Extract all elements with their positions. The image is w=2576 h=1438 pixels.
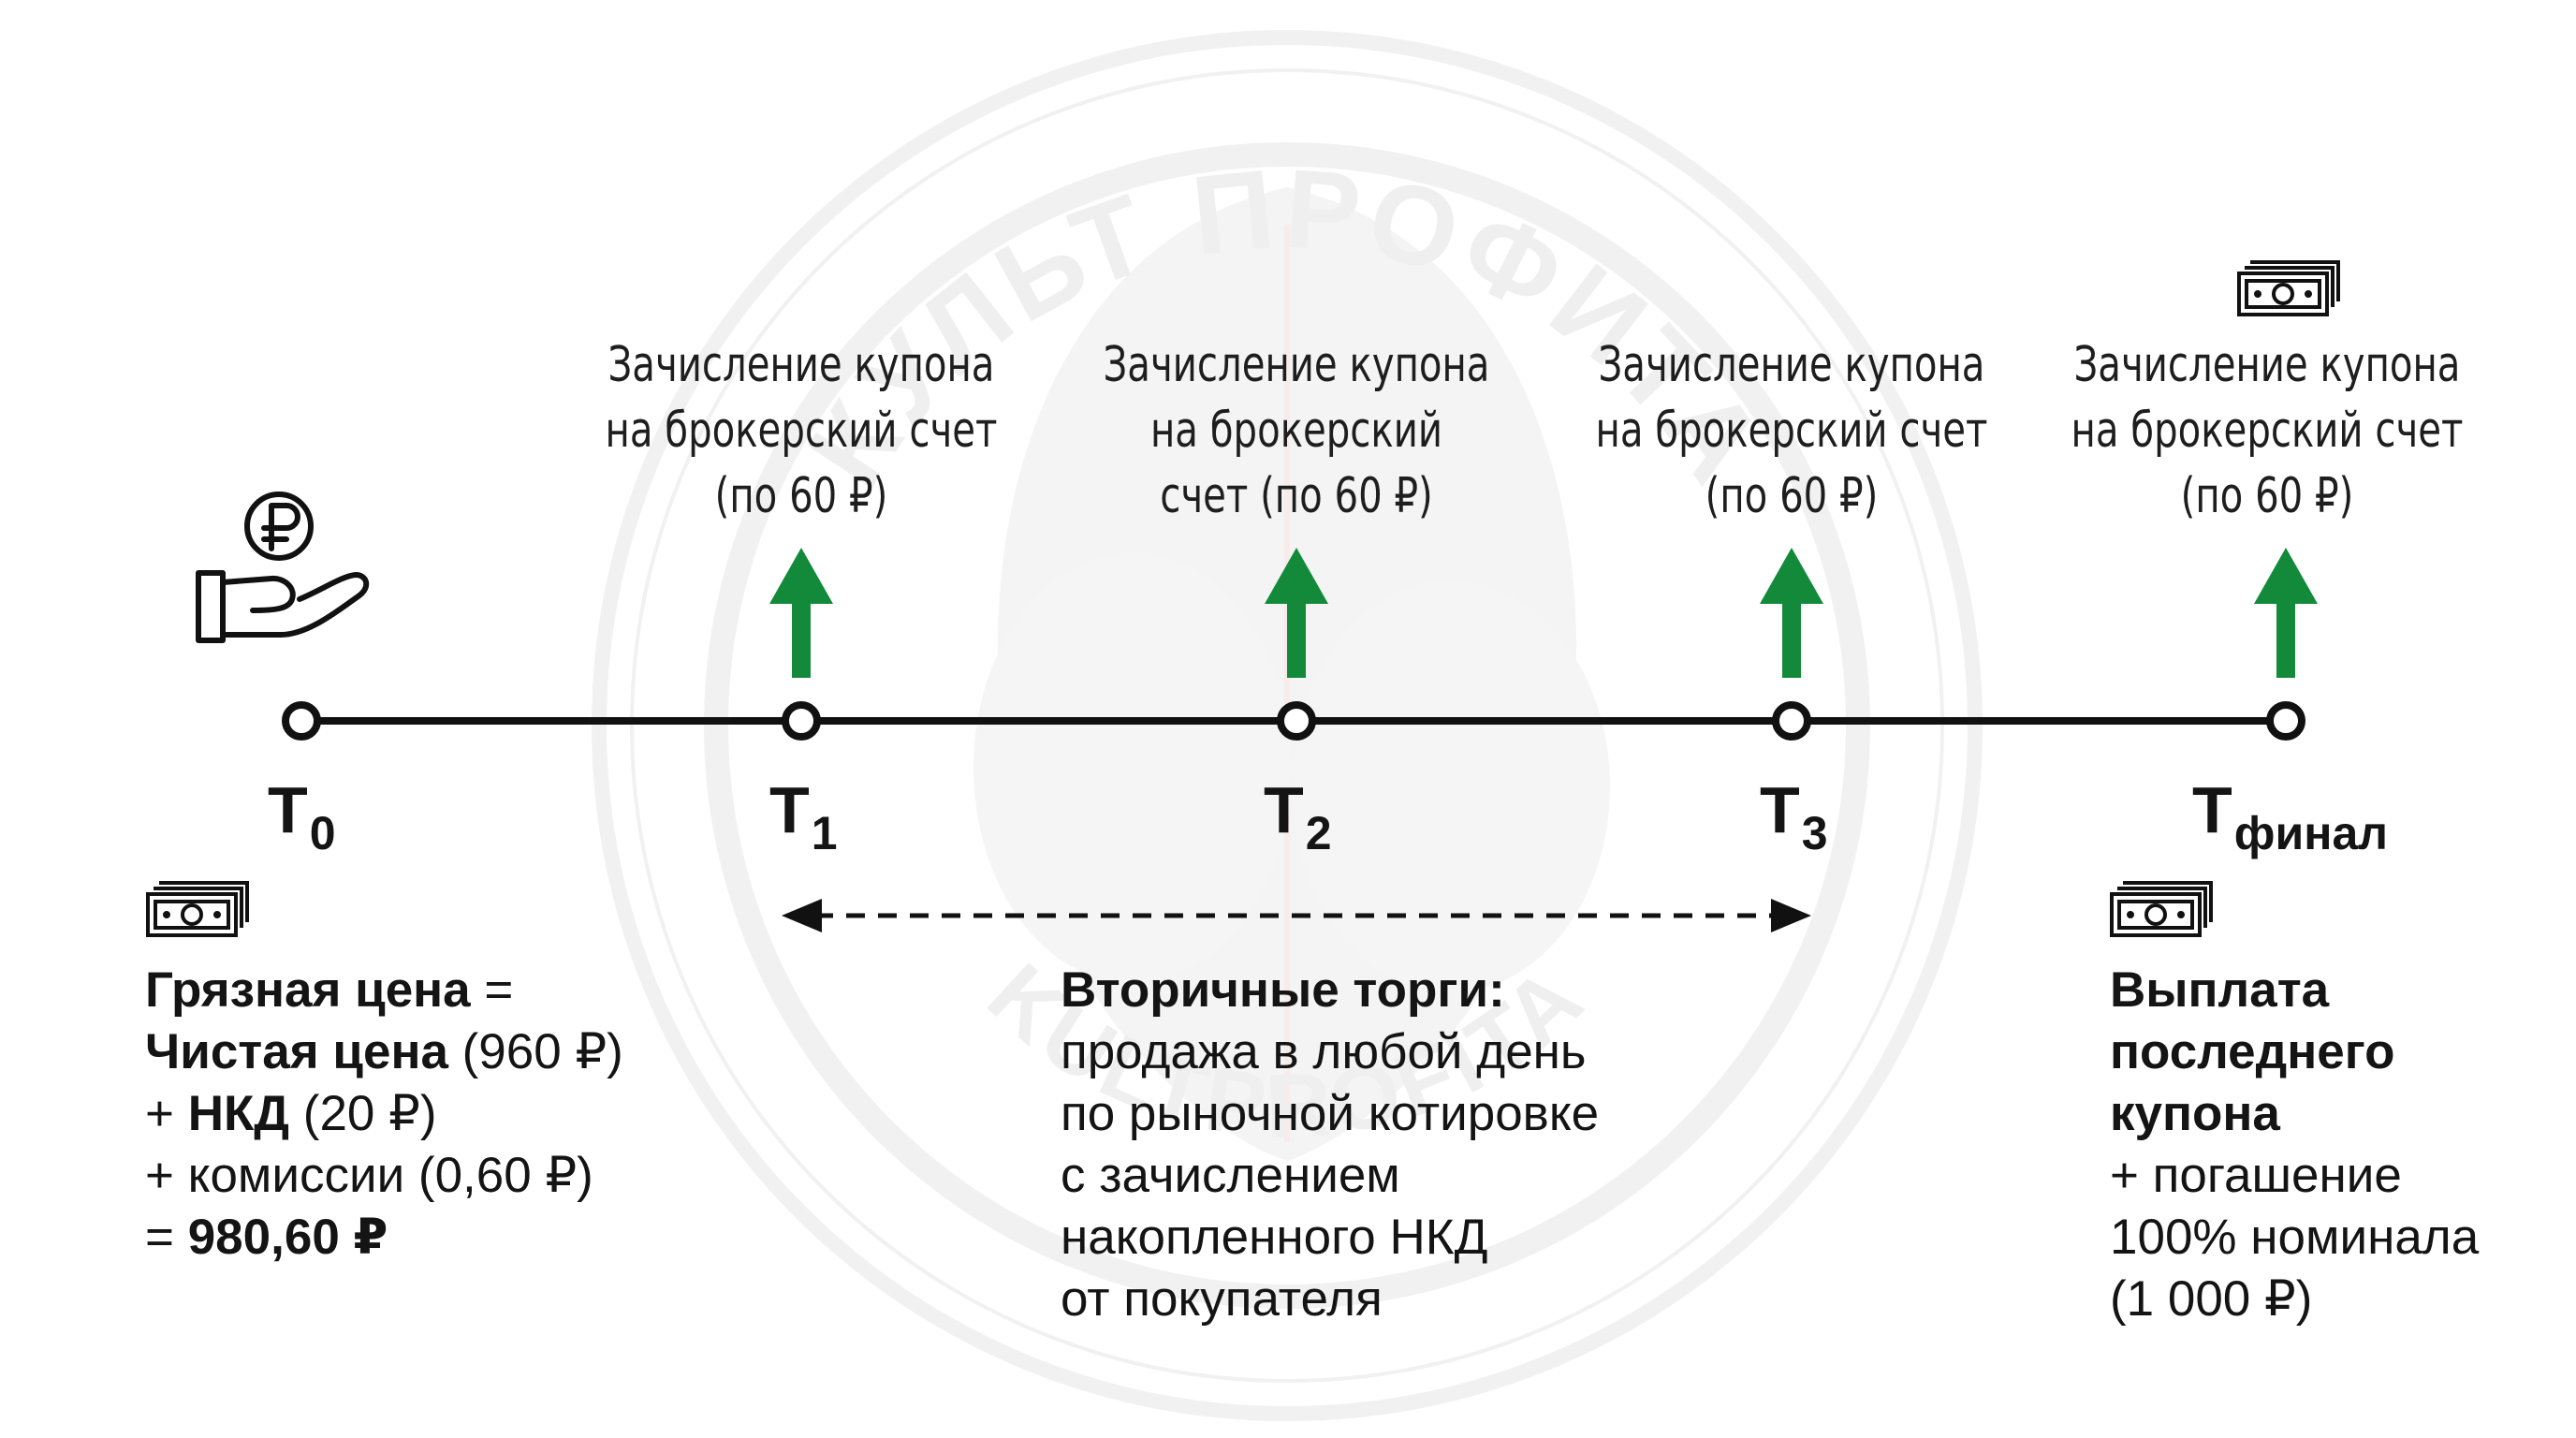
coupon-label-line: (по 60 ₽) [714, 468, 888, 524]
timeline-label-t3: T3 [1760, 773, 1828, 859]
timeline-label-tfinal: Tфинал [2192, 773, 2389, 859]
timeline-point-t2 [1277, 701, 1316, 741]
coupon-label-line: Зачисление купона [2073, 337, 2461, 393]
coupon-label-line: на брокерский [1149, 403, 1443, 459]
coupon-label-line: на брокерский счет [2071, 403, 2464, 459]
secondary-trading-title: Вторичные торги: [1061, 962, 1505, 1018]
timeline-label-t0: T0 [268, 773, 336, 859]
secondary-trading-range-arrow [782, 899, 1811, 932]
final-payment-title-line: купона [2110, 1086, 2280, 1141]
secondary-trading-line: по рыночной котировке [1061, 1086, 1600, 1141]
final-payment-block: Выплата последнего купона + погашение 10… [2110, 960, 2479, 1330]
banknotes-icon-left [146, 881, 249, 937]
coupon-arrow-icon-2 [1265, 548, 1328, 678]
secondary-trading-line: накопленного НКД [1061, 1210, 1488, 1265]
final-payment-line: + погашение [2110, 1148, 2402, 1203]
timeline-point-t1 [782, 701, 821, 741]
coupon-label-line: Зачисление купона [607, 337, 995, 393]
coupon-label-3: Зачисление купона на брокерский счет (по… [1566, 332, 2017, 529]
nkd-label: НКД [187, 1086, 290, 1141]
secondary-trading-block: Вторичные торги: продажа в любой день по… [1061, 960, 1599, 1330]
final-payment-title-line: Выплата [2110, 962, 2330, 1018]
final-payment-title-line: последнего [2110, 1024, 2395, 1079]
coupon-label-line: Зачисление купона [1598, 337, 1985, 393]
secondary-trading-line: с зачислением [1061, 1148, 1400, 1203]
timeline-point-t0 [282, 701, 321, 741]
clean-price-label: Чистая цена [145, 1024, 448, 1079]
banknotes-icon-top [2237, 260, 2340, 316]
coupon-arrow-icon-4 [2254, 548, 2318, 678]
total-price-value: 980,60 ₽ [187, 1210, 388, 1265]
timeline-point-t3 [1772, 701, 1811, 741]
coupon-label-line: Зачисление купона [1103, 337, 1490, 393]
coupon-label-2: Зачисление купона на брокерский счет (по… [1071, 332, 1522, 529]
secondary-trading-line: продажа в любой день [1061, 1024, 1587, 1079]
final-payment-line: 100% номинала [2110, 1210, 2480, 1265]
purchase-price-block: Грязная цена = Чистая цена (960 ₽) + НКД… [145, 962, 623, 1265]
coupon-label-line: на брокерский счет [1595, 403, 1988, 459]
timeline-point-tfinal [2266, 701, 2305, 741]
banknotes-icon-right [2110, 881, 2213, 937]
commission-line: + комиссии (0,60 ₽) [145, 1148, 593, 1203]
timeline-label-t1: T1 [769, 773, 838, 859]
coupon-label-line: (по 60 ₽) [2180, 468, 2354, 524]
coupon-label-line: (по 60 ₽) [1705, 468, 1879, 524]
secondary-trading-line: от покупателя [1061, 1271, 1383, 1327]
timeline-label-t2: T2 [1264, 773, 1332, 859]
coupon-label-1: Зачисление купона на брокерский счет (по… [576, 332, 1027, 529]
ruble-hand-icon [196, 492, 370, 643]
coupon-arrow-icon-3 [1760, 548, 1823, 678]
final-payment-line: (1 000 ₽) [2110, 1271, 2313, 1327]
coupon-label-line: на брокерский счет [605, 403, 998, 459]
dirty-price-label: Грязная цена [145, 962, 471, 1018]
coupon-arrow-icon-1 [769, 548, 833, 678]
coupon-label-4: Зачисление купона на брокерский счет (по… [2042, 332, 2493, 529]
coupon-label-line: счет (по 60 ₽) [1160, 468, 1433, 524]
